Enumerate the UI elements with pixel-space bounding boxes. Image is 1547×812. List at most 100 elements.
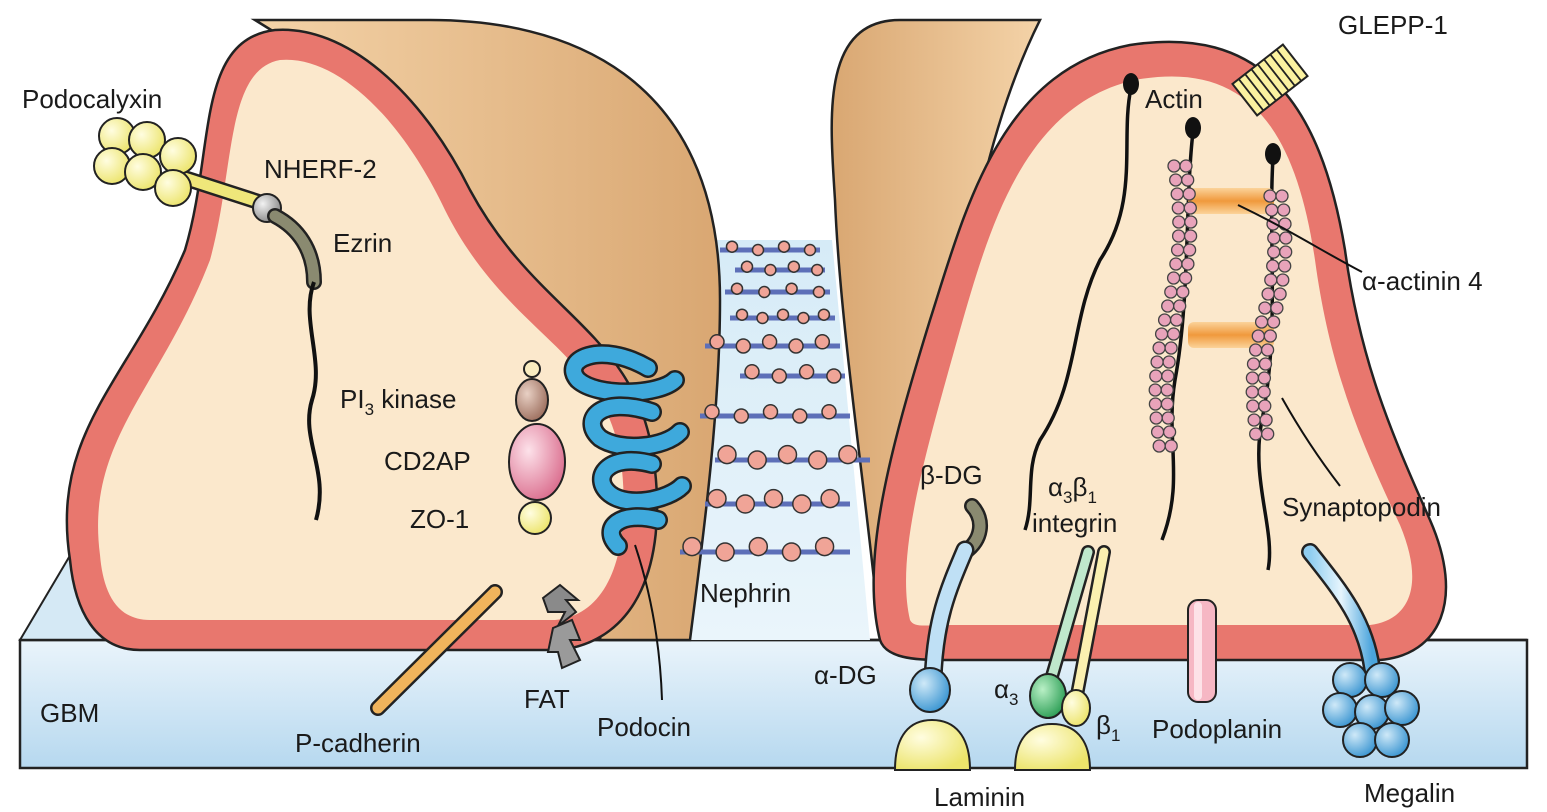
synaptopodin-bead [1156, 328, 1168, 340]
synaptopodin-bead [1262, 428, 1274, 440]
label-megalin: Megalin [1364, 778, 1455, 808]
synaptopodin-bead [1173, 230, 1185, 242]
pi3-small-ball [524, 361, 540, 377]
synaptopodin-bead [1149, 384, 1161, 396]
nephrin-bead [736, 495, 754, 513]
label-alpha-actinin-4: α-actinin 4 [1362, 266, 1483, 296]
right-podocyte [832, 20, 1446, 660]
synaptopodin-bead [1162, 370, 1174, 382]
synaptopodin-bead [1185, 230, 1197, 242]
label-nherf2: NHERF-2 [264, 154, 377, 184]
nephrin-bead [764, 405, 778, 419]
synaptopodin-bead [1276, 190, 1288, 202]
nephrin-bead [765, 265, 776, 276]
nephrin-bead [827, 369, 841, 383]
synaptopodin-bead [1250, 428, 1262, 440]
synaptopodin-bead [1168, 160, 1180, 172]
synaptopodin-bead [1162, 412, 1174, 424]
synaptopodin-bead [1252, 330, 1264, 342]
nephrin-bead [788, 261, 799, 272]
synaptopodin-bead [1280, 246, 1292, 258]
synaptopodin-bead [1260, 414, 1272, 426]
synaptopodin-bead [1183, 188, 1195, 200]
nephrin-bead [753, 245, 764, 256]
synaptopodin-bead [1268, 316, 1280, 328]
synaptopodin-bead [1168, 328, 1180, 340]
nephrin-bead [742, 261, 753, 272]
label-integrin: integrin [1032, 508, 1117, 538]
synaptopodin-bead [1274, 288, 1286, 300]
synaptopodin-bead [1163, 356, 1175, 368]
synaptopodin-bead [1268, 246, 1280, 258]
synaptopodin-bead [1174, 300, 1186, 312]
nephrin-bead [805, 245, 816, 256]
synaptopodin-bead [1150, 370, 1162, 382]
synaptopodin-bead [1152, 426, 1164, 438]
label-zo1: ZO-1 [410, 504, 469, 534]
nephrin-bead [822, 405, 836, 419]
nephrin-bead [718, 446, 736, 464]
label-podocalyxin: Podocalyxin [22, 84, 162, 114]
synaptopodin-bead [1259, 302, 1271, 314]
synaptopodin-bead [1170, 258, 1182, 270]
label-nephrin: Nephrin [700, 578, 791, 608]
pi3-kinase [516, 379, 548, 421]
synaptopodin-bead [1161, 398, 1173, 410]
nephrin-bead [778, 309, 789, 320]
podoplanin-rod [1188, 600, 1216, 702]
cd2ap [509, 424, 565, 500]
nephrin-bead [812, 265, 823, 276]
synaptopodin-bead [1151, 356, 1163, 368]
synaptopodin-bead [1250, 344, 1262, 356]
synaptopodin-bead [1182, 258, 1194, 270]
label-synaptopodin: Synaptopodin [1282, 492, 1441, 522]
nephrin-bead [716, 543, 734, 561]
nephrin-bead [813, 287, 824, 298]
nephrin-bead [748, 451, 766, 469]
synaptopodin-bead [1149, 398, 1161, 410]
label-ezrin: Ezrin [333, 228, 392, 258]
nephrin-bead [683, 538, 701, 556]
synaptopodin-bead [1277, 274, 1289, 286]
synaptopodin-bead [1184, 244, 1196, 256]
nephrin-bead [734, 409, 748, 423]
synaptopodin-bead [1180, 272, 1192, 284]
synaptopodin-bead [1278, 204, 1290, 216]
nephrin-bead [757, 313, 768, 324]
nephrin-bead [759, 287, 770, 298]
synaptopodin-bead [1248, 414, 1260, 426]
nephrin-bead [818, 309, 829, 320]
label-fat: FAT [524, 684, 570, 714]
synaptopodin-bead [1246, 386, 1258, 398]
synaptopodin-bead [1246, 372, 1258, 384]
nephrin-bead [821, 490, 839, 508]
synaptopodin-bead [1262, 344, 1274, 356]
synaptopodin-bead [1161, 384, 1173, 396]
synaptopodin-bead [1172, 202, 1184, 214]
nephrin-bead [783, 543, 801, 561]
synaptopodin-bead [1264, 190, 1276, 202]
label-p-cadherin: P-cadherin [295, 728, 421, 758]
synaptopodin-bead [1165, 440, 1177, 452]
label-alpha-dg: α-DG [814, 660, 877, 690]
synaptopodin-bead [1258, 386, 1270, 398]
synaptopodin-bead [1153, 342, 1165, 354]
label-glepp1: GLEPP-1 [1338, 10, 1448, 40]
nephrin-bead [816, 538, 834, 556]
synaptopodin-bead [1185, 216, 1197, 228]
nephrin-bead [737, 309, 748, 320]
synaptopodin-bead [1280, 232, 1292, 244]
nephrin-bead [809, 451, 827, 469]
synaptopodin-bead [1159, 314, 1171, 326]
nephrin-bead [763, 335, 777, 349]
nephrin-bead [705, 405, 719, 419]
synaptopodin-bead [1248, 358, 1260, 370]
nephrin-bead [745, 365, 759, 379]
label-gbm: GBM [40, 698, 99, 728]
nephrin-bead [815, 335, 829, 349]
synaptopodin-bead [1259, 400, 1271, 412]
nephrin-bead [793, 409, 807, 423]
nephrin-bead [727, 241, 738, 252]
synaptopodin-bead [1279, 260, 1291, 272]
